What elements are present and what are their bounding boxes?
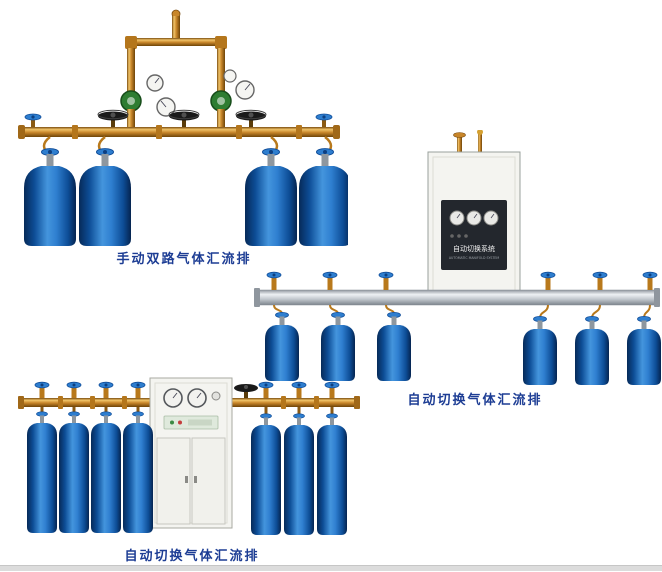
- control-cabinet: 自动切换系统 AUTOMATIC MANIFOLD SYSTEM: [427, 130, 521, 299]
- valve-handwheel-icons: [24, 109, 333, 128]
- cabinet-control-strip: [163, 415, 219, 430]
- gas-cylinder: [376, 311, 412, 382]
- gas-cylinder: [574, 315, 610, 386]
- product-caption-manual-dual: 手动双路气体汇流排: [116, 252, 252, 267]
- cabinet-sublabel: AUTOMATIC MANIFOLD SYSTEM: [449, 256, 500, 260]
- gas-cylinder: [320, 311, 356, 382]
- gas-cylinder: [522, 315, 558, 386]
- gas-cylinder: [122, 411, 154, 534]
- manual-dual-manifold-figure: [8, 8, 348, 248]
- product-caption-auto-switch-bottom: 自动切换气体汇流排: [124, 549, 260, 564]
- panel-indicator-lights: [450, 234, 468, 238]
- manual-dual-manifold-art: [18, 9, 348, 247]
- gas-cylinder: [264, 311, 300, 382]
- auto-switch-floor-manifold-art: [18, 377, 360, 536]
- pressure-gauges: [146, 69, 255, 117]
- cabinet-label: 自动切换系统: [453, 244, 495, 253]
- gas-cylinder: [316, 413, 348, 536]
- aluminum-manifold-bar: [254, 288, 660, 307]
- panel-gauges: [449, 210, 499, 226]
- manifold-pipe: [18, 125, 340, 139]
- gas-cylinder: [58, 411, 90, 534]
- gas-cylinder: [78, 148, 132, 247]
- auto-switch-floor-manifold-figure: [14, 372, 364, 544]
- gas-cylinder: [26, 411, 58, 534]
- auto-switch-manifold-figure: 自动切换系统 AUTOMATIC MANIFOLD SYSTEM: [252, 130, 662, 392]
- control-cabinet: [149, 377, 233, 529]
- top-tee-assembly: [125, 9, 227, 96]
- gas-cylinder: [90, 411, 122, 534]
- gas-cylinder: [23, 148, 77, 247]
- gas-cylinder: [250, 413, 282, 536]
- gas-cylinder: [626, 315, 662, 386]
- cabinet-doors: [156, 437, 226, 525]
- valve-handwheel-icon: [234, 384, 258, 398]
- product-caption-auto-switch-right: 自动切换气体汇流排: [407, 393, 543, 408]
- cabinet-gauges: [163, 388, 221, 408]
- page-bottom-divider: [0, 565, 662, 571]
- auto-switch-manifold-art: 自动切换系统 AUTOMATIC MANIFOLD SYSTEM: [254, 130, 662, 386]
- cylinder-connectors: [40, 407, 334, 417]
- pressure-regulators: [120, 90, 232, 129]
- gas-cylinder: [283, 413, 315, 536]
